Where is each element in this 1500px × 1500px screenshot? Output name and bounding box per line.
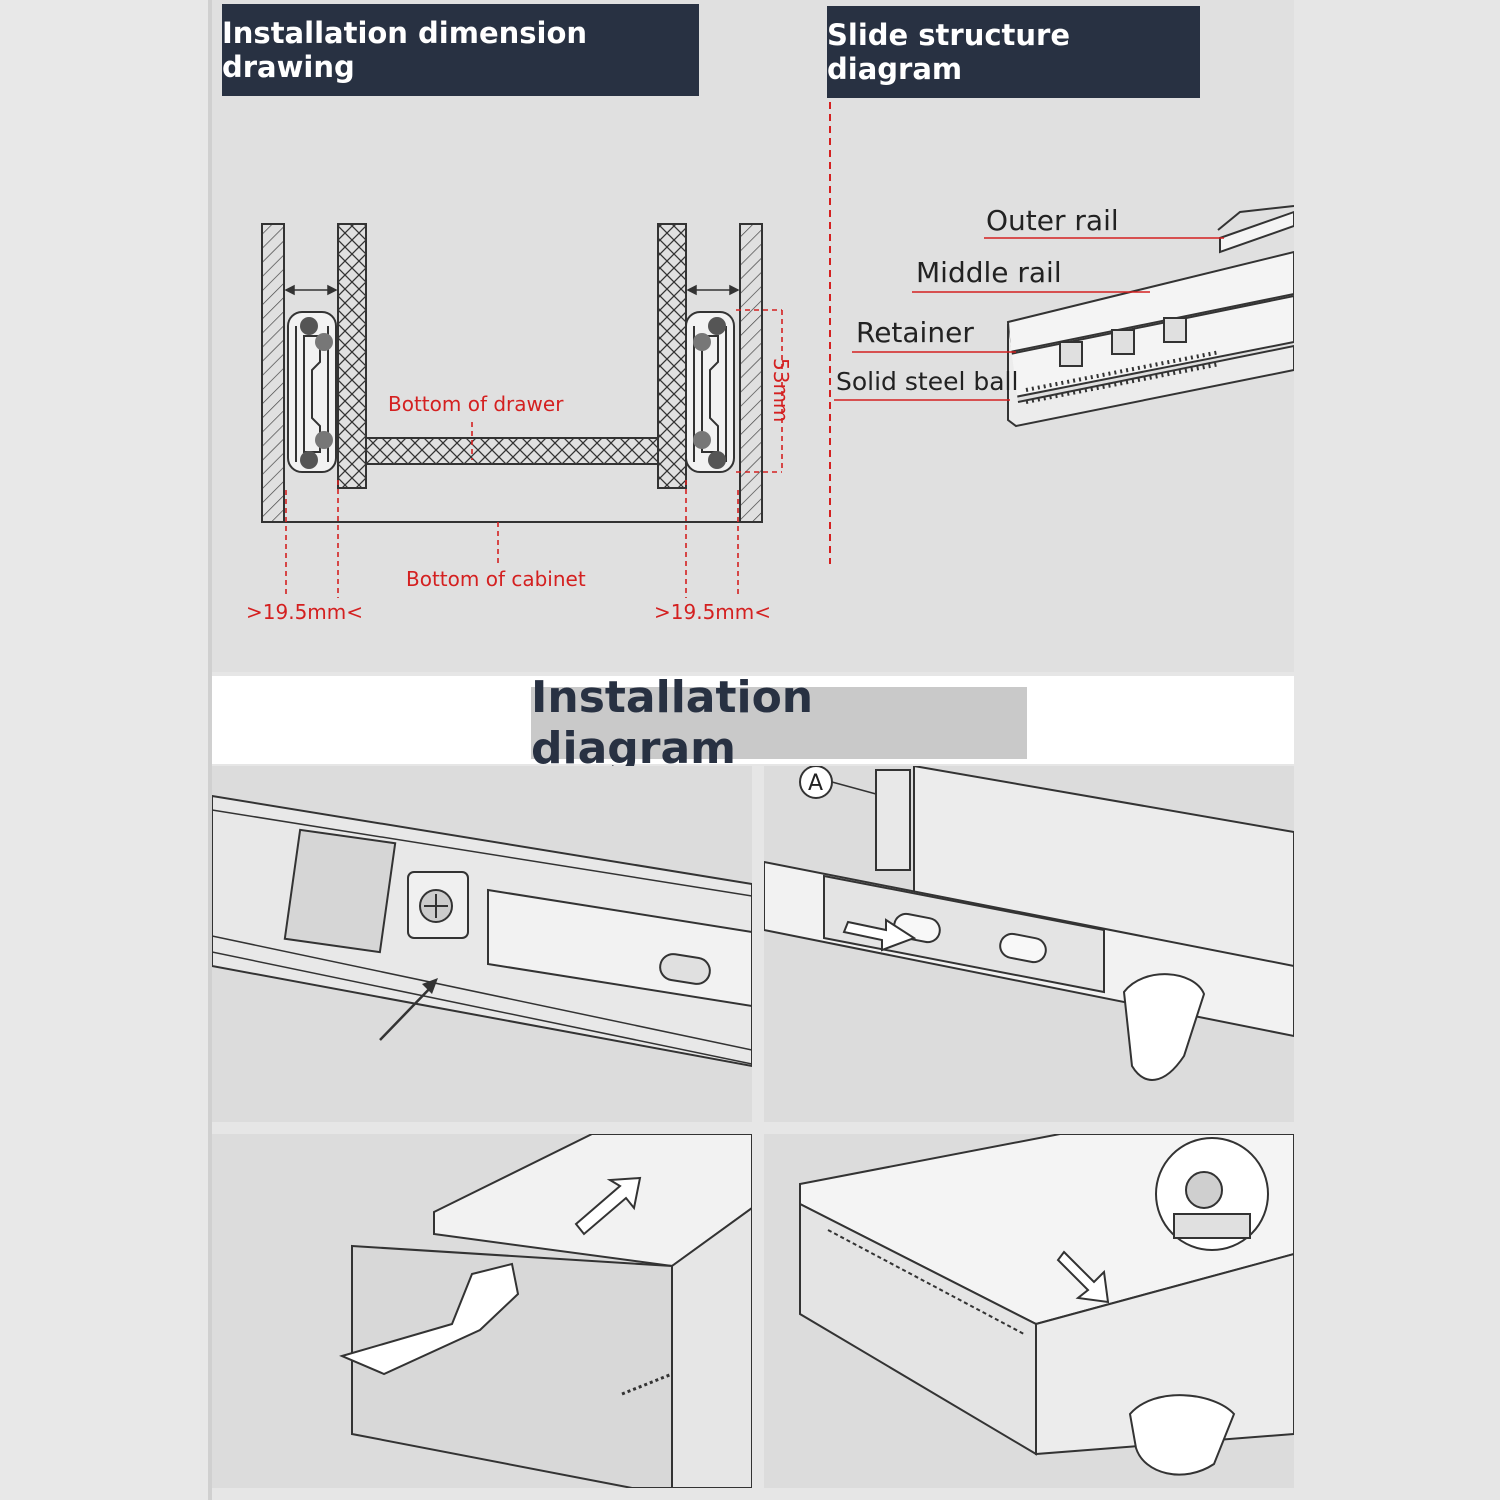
step-panel-3 <box>212 1134 752 1488</box>
step-panel-1 <box>212 766 752 1122</box>
installation-diagram-title: Installation diagram <box>531 672 1027 774</box>
left-gap-label: >19.5mm< <box>246 600 363 624</box>
dimension-drawing-header: Installation dimension drawing <box>222 4 699 96</box>
drawer-bottom <box>365 437 659 465</box>
drawer-left-side <box>337 223 367 489</box>
red-dimension-lines <box>285 309 783 598</box>
retainer-label: Retainer <box>856 316 974 349</box>
gap-arrows <box>284 284 740 296</box>
outer-rail-label: Outer rail <box>986 204 1119 237</box>
cabinet-right-wall <box>739 223 763 523</box>
solid-steel-ball-label: Solid steel ball <box>836 367 1018 396</box>
left-slide-profile <box>287 311 337 473</box>
bottom-of-drawer-label: Bottom of drawer <box>388 392 564 416</box>
marker-a-label: A <box>808 771 823 796</box>
step-panel-4 <box>764 1134 1294 1488</box>
step-2-illustration: A <box>764 766 1294 1081</box>
step-panel-2: A <box>764 766 1294 1122</box>
structure-leader-lines <box>834 237 1224 401</box>
height-label: 53mm <box>769 358 793 422</box>
left-margin <box>0 0 212 1500</box>
structure-diagram: Outer rail Middle rail Retainer Solid st… <box>829 102 1294 564</box>
drawer-right-side <box>657 223 687 489</box>
middle-rail-label: Middle rail <box>916 256 1062 289</box>
dimension-drawing: Bottom of drawer Bottom of cabinet >19.5… <box>246 223 793 624</box>
structure-diagram-header: Slide structure diagram <box>827 6 1200 98</box>
step-4-illustration <box>764 1134 1294 1476</box>
right-margin <box>1294 0 1500 1500</box>
cabinet-left-wall <box>261 223 285 523</box>
bottom-of-cabinet-label: Bottom of cabinet <box>406 567 586 591</box>
right-slide-profile <box>685 311 735 473</box>
step-1-illustration <box>212 794 752 1068</box>
slide-rail-drawing <box>1006 205 1294 428</box>
step-3-illustration <box>339 1134 752 1488</box>
right-gap-label: >19.5mm< <box>654 600 771 624</box>
